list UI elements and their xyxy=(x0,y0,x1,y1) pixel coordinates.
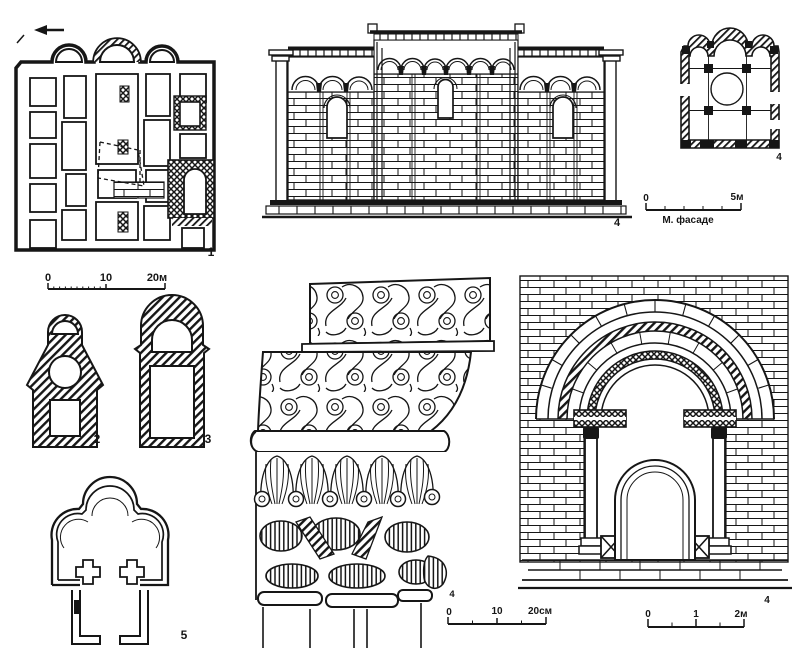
facade-elevation: 4 xyxy=(262,23,632,229)
portal-drawing: 4 xyxy=(518,275,792,606)
floor-plan-main: 1 xyxy=(14,37,216,259)
figure-label-elevation: 4 xyxy=(614,217,621,229)
scale-bar-plan: 0 10 20м xyxy=(45,272,167,290)
figure-label-section-a: 2 xyxy=(94,432,101,446)
scale-portal-start: 0 xyxy=(645,609,651,620)
scale-plan-end: 20м xyxy=(147,272,167,284)
scale-bar-portal: 0 1 2м xyxy=(645,609,748,628)
wall-section-2: 2 xyxy=(25,314,105,448)
scale-facade-caption: М. фасаде xyxy=(662,214,714,226)
wall-section-3: 3 xyxy=(133,294,212,448)
north-arrow-icon xyxy=(16,25,64,44)
scale-plan-mid: 10 xyxy=(100,272,112,284)
scale-portal-mid: 1 xyxy=(693,609,699,620)
scale-capital-end: 20см xyxy=(528,606,552,617)
scale-bar-facade: 0 5м М. фасаде xyxy=(643,192,743,226)
figure-label-portal: 4 xyxy=(764,595,770,606)
scale-facade-end: 5м xyxy=(731,192,744,203)
scale-plan-start: 0 xyxy=(45,272,51,284)
figure-label-plan-main: 1 xyxy=(208,245,215,259)
scale-capital-mid: 10 xyxy=(491,606,503,617)
cross-in-square-plan: 4 xyxy=(676,27,784,163)
scale-bar-capital: 0 10 20см xyxy=(446,606,552,625)
trefoil-plan-5: 5 xyxy=(50,475,188,645)
figure-label-plan-small: 4 xyxy=(776,152,782,163)
capital-drawing: 4 xyxy=(249,276,495,648)
scale-capital-start: 0 xyxy=(446,607,452,618)
figure-label-section-b: 3 xyxy=(205,432,212,446)
figure-label-trefoil: 5 xyxy=(181,628,188,642)
scale-facade-start: 0 xyxy=(643,193,649,204)
scale-portal-end: 2м xyxy=(735,609,748,620)
figure-label-capital: 4 xyxy=(449,589,455,600)
